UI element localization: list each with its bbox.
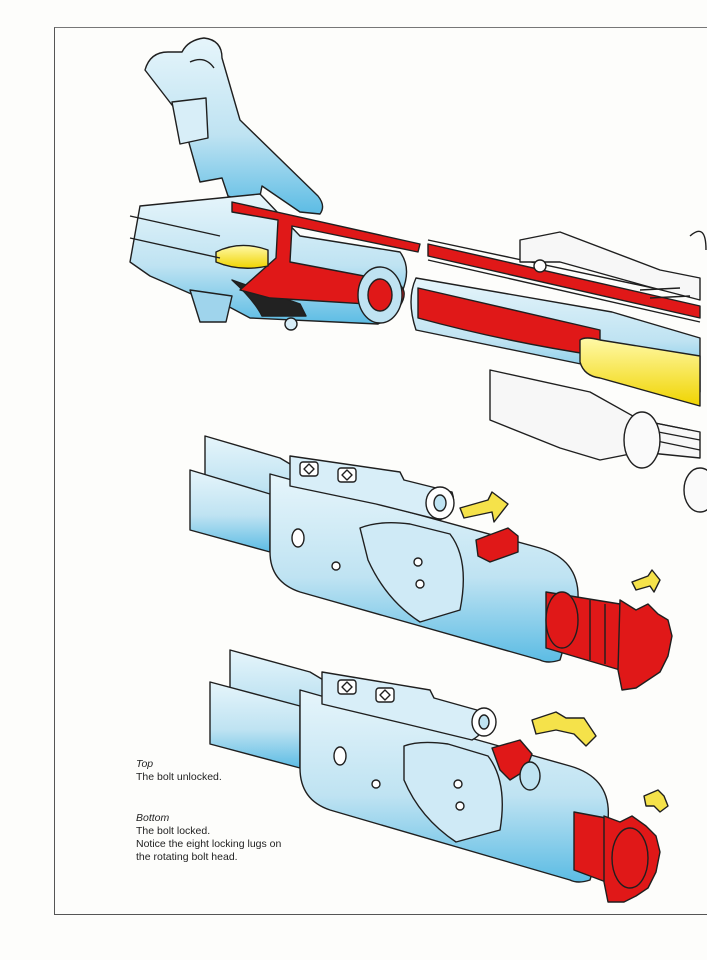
- bolt-unlocked: [189, 435, 673, 691]
- caption-bottom-line: The bolt locked.: [136, 825, 211, 837]
- bullet: [215, 244, 269, 269]
- caption-bottom-line: the rotating bolt head.: [136, 851, 238, 863]
- gas-tube: [427, 243, 701, 319]
- caption-top-line: The bolt unlocked.: [136, 771, 222, 783]
- locking-lugs: [617, 599, 673, 691]
- caption-bottom-title: Bottom: [136, 812, 170, 824]
- caption-top-title: Top: [136, 758, 154, 770]
- rotation-arrow-icon: [643, 789, 669, 813]
- rotation-arrow-icon: [459, 491, 509, 523]
- caption-bottom-line: Notice the eight locking lugs on: [136, 838, 282, 850]
- caption-bottom: Bottom The bolt locked. Notice the eight…: [136, 812, 366, 864]
- bolt-locked: [209, 649, 669, 903]
- cam-pin: [475, 527, 519, 563]
- cartridge: [579, 337, 701, 407]
- caption-top: Top The bolt unlocked.: [136, 758, 366, 784]
- front-sight: [144, 37, 324, 215]
- rotation-arrow-icon: [631, 569, 661, 593]
- bolt-head: [573, 811, 607, 883]
- page-frame: [54, 27, 707, 915]
- rotation-arrow-icon: [531, 711, 597, 747]
- gas-system-cutaway: [129, 37, 707, 513]
